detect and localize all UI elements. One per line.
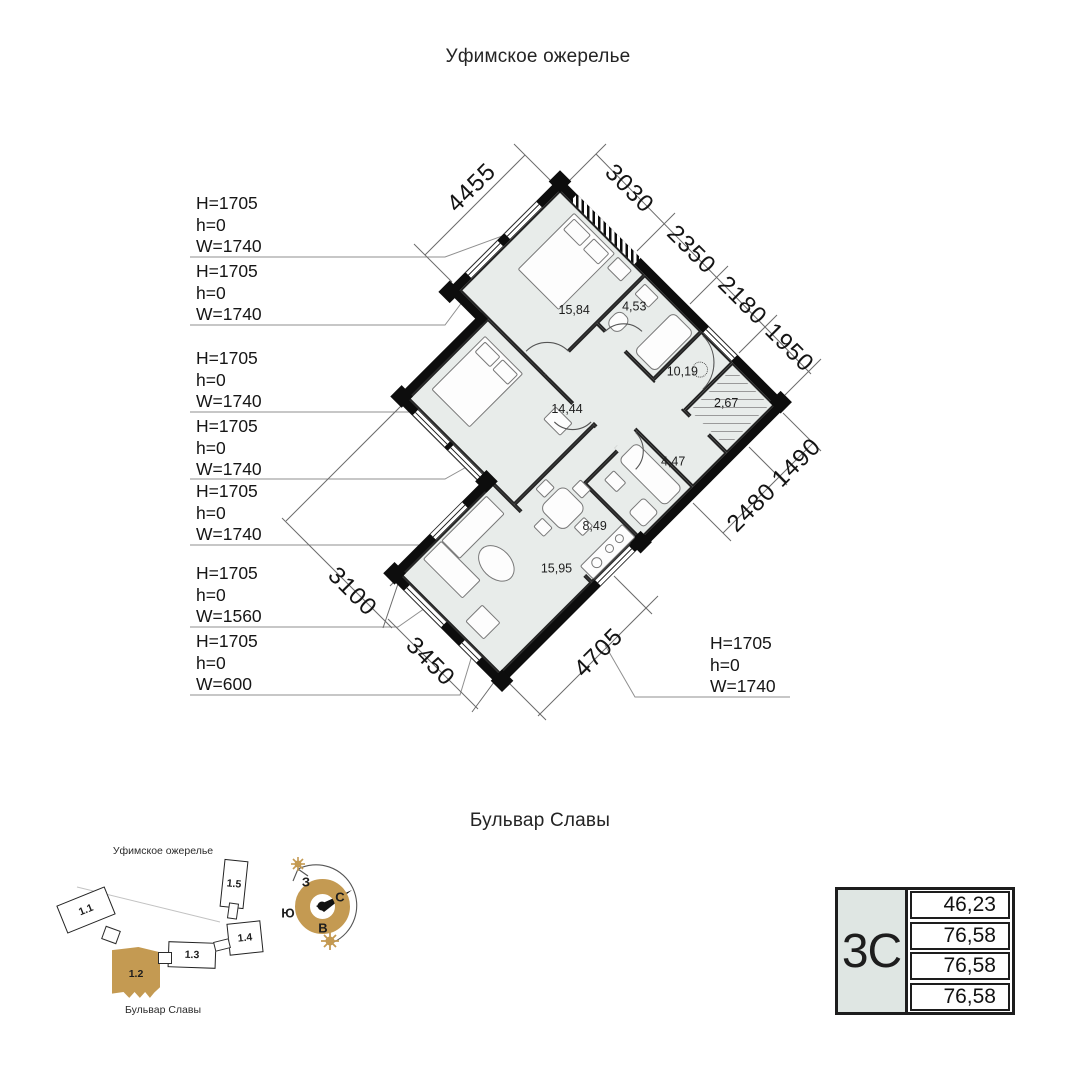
- dim-ne-1: 3030: [599, 158, 660, 219]
- unit-area-value: 76,58: [910, 952, 1010, 981]
- compass-south: Ю: [281, 905, 295, 921]
- dim-ne-3: 2180: [712, 270, 773, 331]
- dim-east-2: 1490: [766, 432, 827, 493]
- unit-area-value: 76,58: [910, 921, 1010, 950]
- compass-north: С: [335, 889, 345, 905]
- dim-sw-1: 3100: [322, 561, 383, 622]
- building-1-4: 1.4: [226, 920, 264, 956]
- compass-east: В: [318, 920, 328, 936]
- street-title-top: Уфимское ожерелье: [445, 46, 631, 67]
- street-title-bottom: Бульвар Славы: [469, 810, 611, 831]
- building-connector: [158, 952, 172, 964]
- building-connector: [101, 925, 121, 945]
- building-connector: [226, 902, 240, 920]
- door-arcs: [525, 323, 715, 470]
- dim-ne-2: 2350: [661, 219, 722, 280]
- dim-east-1: 2480: [721, 477, 782, 538]
- building-1-2-highlighted: 1.2: [112, 947, 160, 998]
- building-1-3: 1.3: [167, 941, 217, 969]
- building-1-5: 1.5: [219, 858, 249, 910]
- site-street-bottom: Бульвар Славы: [124, 1004, 202, 1016]
- area-bathroom-1: 4,53: [622, 299, 647, 314]
- area-wardrobe: 2,67: [713, 395, 739, 410]
- compass-west: З: [301, 874, 311, 890]
- area-kitchen: 8,49: [582, 518, 607, 533]
- site-street-top: Уфимское ожерелье: [112, 845, 214, 857]
- area-hallway: 10,19: [666, 364, 698, 379]
- dim-ne-4: 1950: [759, 317, 820, 378]
- area-bathroom-2: 4,47: [660, 454, 686, 469]
- dim-nw: 4455: [441, 157, 502, 218]
- unit-info-table: 3С 46,23 76,58 76,58 76,58: [835, 887, 1015, 1015]
- sunset-icon: [291, 857, 305, 871]
- unit-area-value: 46,23: [910, 891, 1010, 919]
- floor-plan: 15,84 4,53 10,19 2,67 4,47 14,44 8,49 15…: [277, 170, 793, 706]
- area-bedroom-1: 15,84: [558, 303, 590, 318]
- unit-area-value: 76,58: [910, 982, 1010, 1011]
- area-bedroom-2: 14,44: [551, 402, 583, 417]
- area-living: 15,95: [540, 561, 573, 576]
- unit-code: 3С: [838, 890, 908, 1012]
- compass-ring: [295, 879, 350, 934]
